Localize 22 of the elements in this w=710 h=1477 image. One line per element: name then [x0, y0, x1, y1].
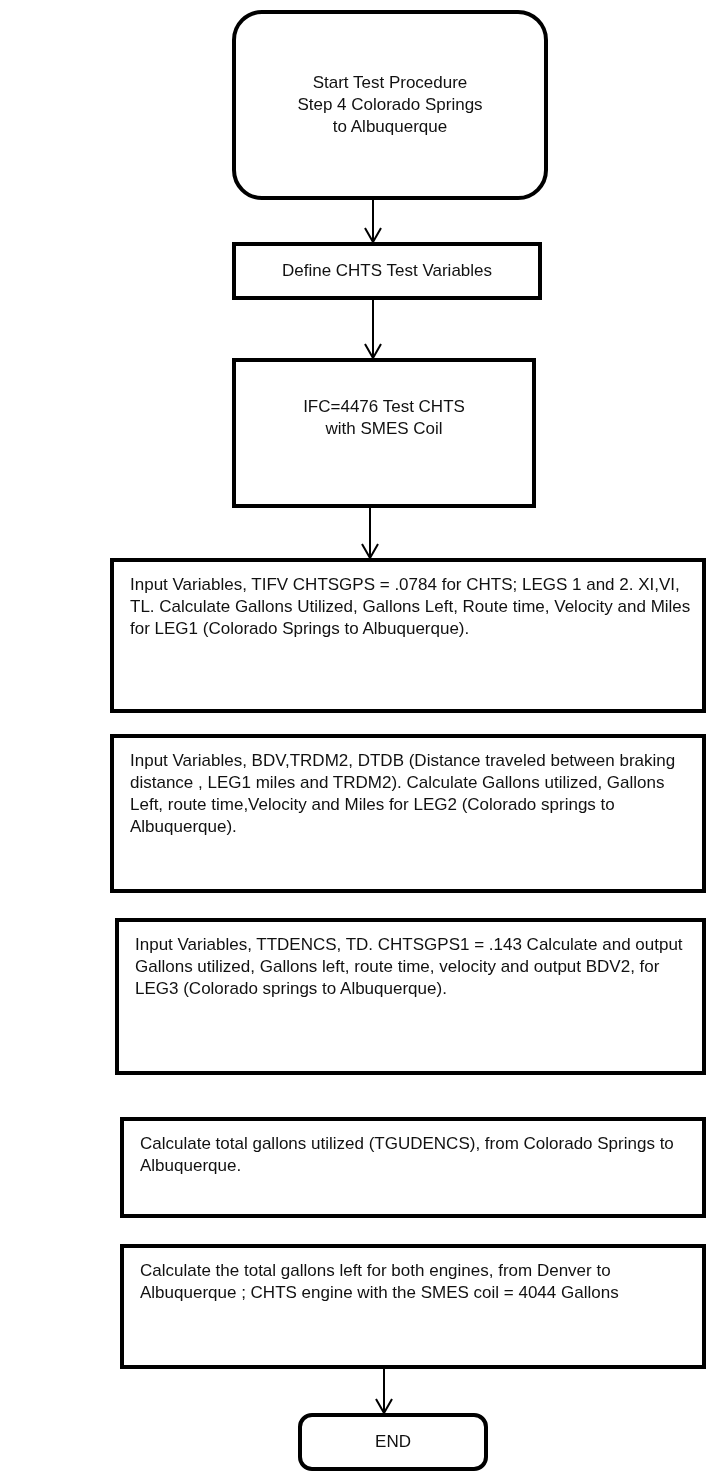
process-box — [115, 918, 706, 1075]
end-terminal — [298, 1413, 488, 1471]
start-terminal — [232, 10, 548, 200]
step-text: Calculate the total gallons left for both engines, from Denver to Albuquerque ; CHTS engine with the SMES coil = 4044 Gallons — [140, 1260, 620, 1305]
process-box — [110, 734, 706, 893]
process-box — [120, 1244, 706, 1369]
step-text: END — [375, 1430, 411, 1453]
arrow — [364, 199, 382, 243]
arrow — [364, 299, 382, 359]
step-text: Input Variables, BDV,TRDM2, DTDB (Distance traveled between braking distance , LEG1 miles and TRDM2). Calculate Gallons utilized, Gallons Left, route time,Velocity and Miles for LEG2 (Colorado springs to Albuquerque). — [130, 750, 677, 839]
process-box — [232, 358, 536, 508]
process-box — [232, 242, 542, 300]
step-text: IFC=4476 Test CHTS with SMES Coil — [302, 395, 466, 440]
process-box — [120, 1117, 706, 1218]
step-text: Input Variables, TTDENCS, TD. CHTSGPS1 = .143 Calculate and output Gallons utilized, Gallons left, route time, velocity and output BDV2, for LEG3 (Colorado springs to Albuquerque). — [135, 934, 684, 1001]
step-text: Calculate total gallons utilized (TGUDENCS), from Colorado Springs to Albuquerque. — [140, 1133, 675, 1178]
arrow — [361, 507, 379, 559]
arrow — [375, 1368, 393, 1414]
step-text: Input Variables, TIFV CHTSGPS = .0784 for CHTS; LEGS 1 and 2. XI,VI, TL. Calculate Gallons Utilized, Gallons Left, Route time, Velocity and Miles for LEG1 (Colorado Springs to Albuquerque). — [130, 574, 692, 641]
step-text: Start Test Procedure Step 4 Colorado Springs to Albuquerque — [296, 71, 484, 139]
process-box — [110, 558, 706, 713]
step-text: Define CHTS Test Variables — [281, 259, 493, 282]
